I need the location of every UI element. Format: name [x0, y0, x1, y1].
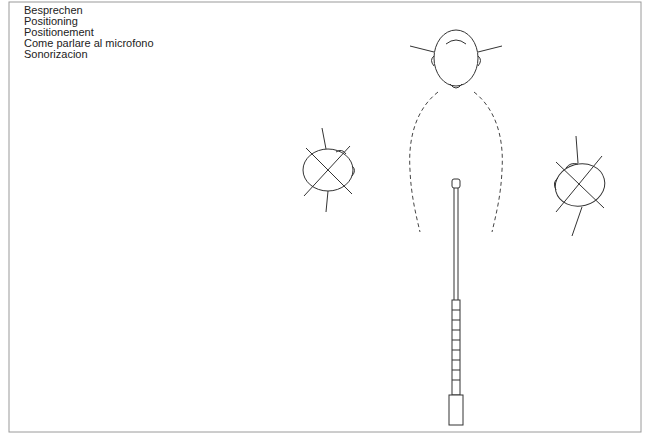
wrong-position-left — [303, 128, 355, 212]
label-list: BesprechenPositioningPositionementCome p… — [24, 5, 154, 60]
gooseneck-microphone — [449, 179, 463, 425]
frame — [9, 2, 641, 432]
wrong-position-right — [550, 136, 609, 236]
heading-text: Besprechen — [24, 5, 154, 16]
body-outline — [410, 92, 503, 232]
speaker-head — [410, 30, 502, 88]
heading-text: Positionement — [24, 27, 154, 38]
heading-text: Come parlare al microfono — [24, 38, 154, 49]
heading-text: Positioning — [24, 16, 154, 27]
heading-text: Sonorizacion — [24, 49, 154, 60]
